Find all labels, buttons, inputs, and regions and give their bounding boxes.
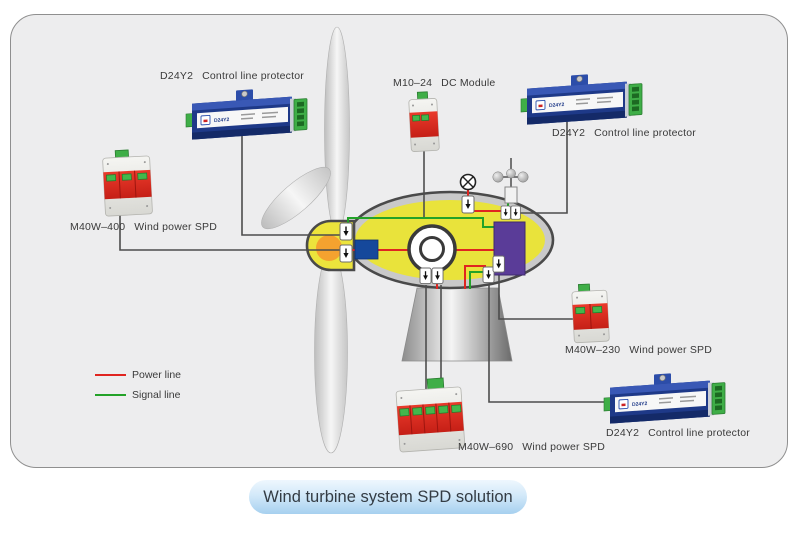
power-line-swatch [95,373,126,377]
device-m40w-400 [102,149,153,217]
generator [407,224,457,274]
diagram-title: Wind turbine system SPD solution [249,480,527,514]
device-m10-24 [408,91,440,152]
down-arrow-icon [510,205,521,220]
anemometer-icon [492,158,529,204]
down-arrow-icon [419,267,432,285]
diagram-title-text: Wind turbine system SPD solution [263,487,513,506]
turbine-blade-up [324,26,350,234]
legend-item-signal-line: Signal line [95,385,181,405]
down-arrow-icon [339,222,353,241]
turbine-blade-down [314,250,348,454]
down-arrow-icon [339,244,353,263]
device-m40w-230 [571,283,610,344]
down-arrow-icon [461,195,475,214]
down-arrow-icon [500,205,511,220]
signal-line-swatch [95,393,126,397]
legend-item-power-line: Power line [95,365,181,385]
obstruction-light-icon [459,173,477,191]
turbine-tower [401,287,513,362]
legend: Power line Signal line [95,365,181,405]
device-d24y2-top-right [520,70,643,126]
device-d24y2-top-left [185,85,308,141]
gearbox [354,239,379,260]
down-arrow-icon [431,267,444,285]
down-arrow-icon [482,266,495,284]
turbine-blade-diagonal [261,166,331,230]
device-d24y2-bottom-right [603,369,726,425]
connection-wires [119,120,606,403]
down-arrow-icon [492,255,506,273]
device-m40w-690 [395,377,466,453]
